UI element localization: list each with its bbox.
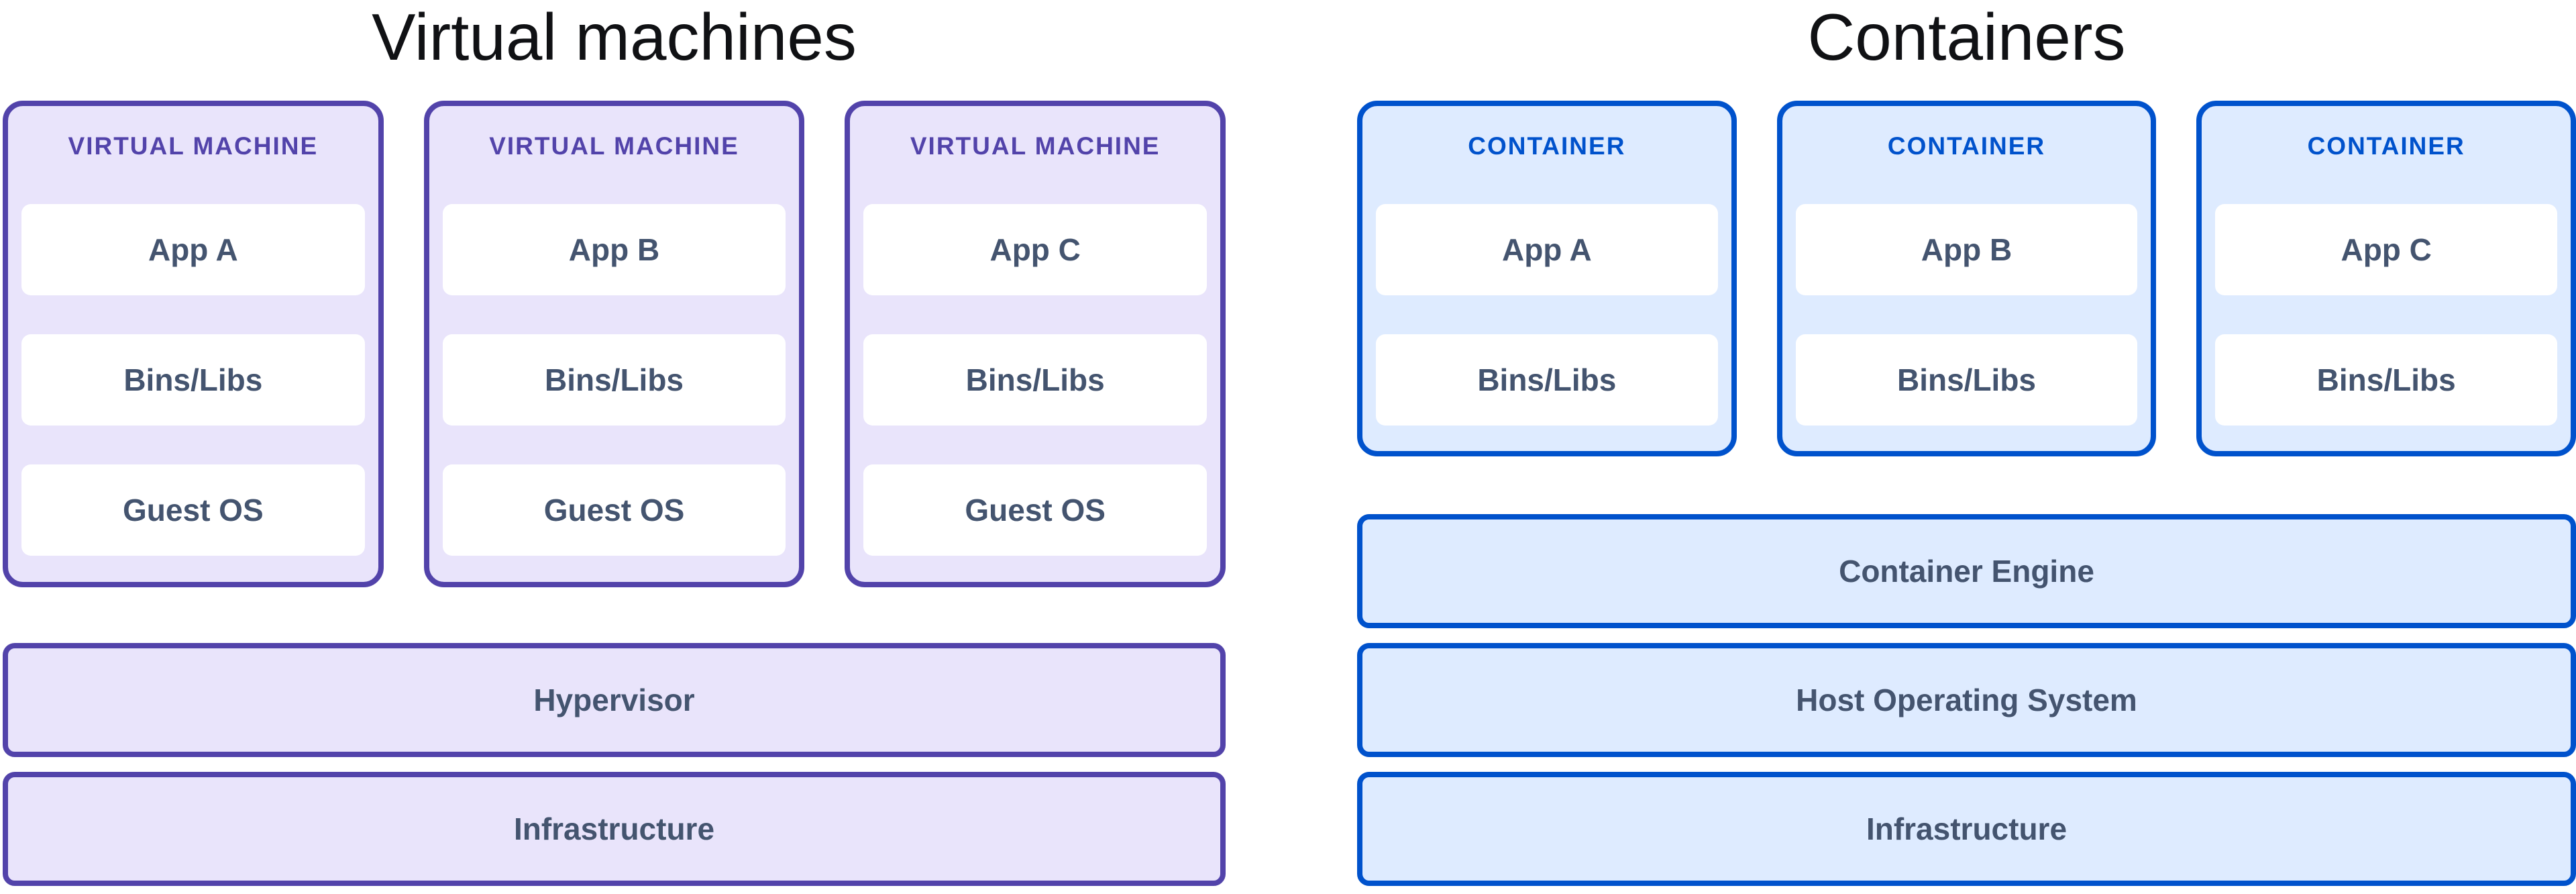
vm-card-2-guestos-box: Guest OS [442,464,786,556]
vm-card-2-label: VIRTUAL MACHINE [489,132,739,160]
vm-panel-title: Virtual machines [372,0,857,74]
containers-panel: Containers CONTAINER App A Bins/Libs CON… [1357,0,2576,886]
vm-card-1-guestos-box: Guest OS [21,464,365,556]
container-card-3-app-box: App C [2215,204,2558,295]
vm-card-1-binslibs-box: Bins/Libs [21,334,365,426]
vm-card-2: VIRTUAL MACHINE App B Bins/Libs Guest OS [423,101,805,587]
container-card-2-label: CONTAINER [1887,132,2046,160]
vm-card-3: VIRTUAL MACHINE App C Bins/Libs Guest OS [845,101,1226,587]
container-card-1: CONTAINER App A Bins/Libs [1357,101,1737,456]
container-card-3-label: CONTAINER [2307,132,2465,160]
hypervisor-bar: Hypervisor [3,643,1226,757]
vm-card-2-binslibs-box: Bins/Libs [442,334,786,426]
vm-card-3-guestos-box: Guest OS [863,464,1208,556]
container-card-1-app-box: App A [1376,204,1718,295]
container-card-3: CONTAINER App C Bins/Libs [2196,101,2576,456]
container-card-2-app-box: App B [1795,204,2138,295]
container-engine-bar: Container Engine [1357,514,2576,628]
container-card-3-binslibs-box: Bins/Libs [2215,334,2558,426]
host-os-bar: Host Operating System [1357,643,2576,757]
container-card-2: CONTAINER App B Bins/Libs [1776,101,2157,456]
vm-card-1-label: VIRTUAL MACHINE [68,132,319,160]
vm-card-3-label: VIRTUAL MACHINE [910,132,1161,160]
containers-panel-title: Containers [1807,0,2126,74]
containers-infrastructure-bar: Infrastructure [1357,772,2576,886]
vm-card-3-binslibs-box: Bins/Libs [863,334,1208,426]
container-card-1-label: CONTAINER [1468,132,1626,160]
container-card-2-binslibs-box: Bins/Libs [1795,334,2138,426]
vm-panel: Virtual machines VIRTUAL MACHINE App A B… [3,0,1226,886]
vm-cards-row: VIRTUAL MACHINE App A Bins/Libs Guest OS… [3,101,1226,587]
vm-card-3-app-box: App C [863,204,1208,295]
container-card-1-binslibs-box: Bins/Libs [1376,334,1718,426]
container-cards-row: CONTAINER App A Bins/Libs CONTAINER App … [1357,101,2576,456]
vm-infrastructure-bar: Infrastructure [3,772,1226,886]
vm-card-1: VIRTUAL MACHINE App A Bins/Libs Guest OS [3,101,384,587]
vm-card-2-app-box: App B [442,204,786,295]
vm-card-1-app-box: App A [21,204,365,295]
